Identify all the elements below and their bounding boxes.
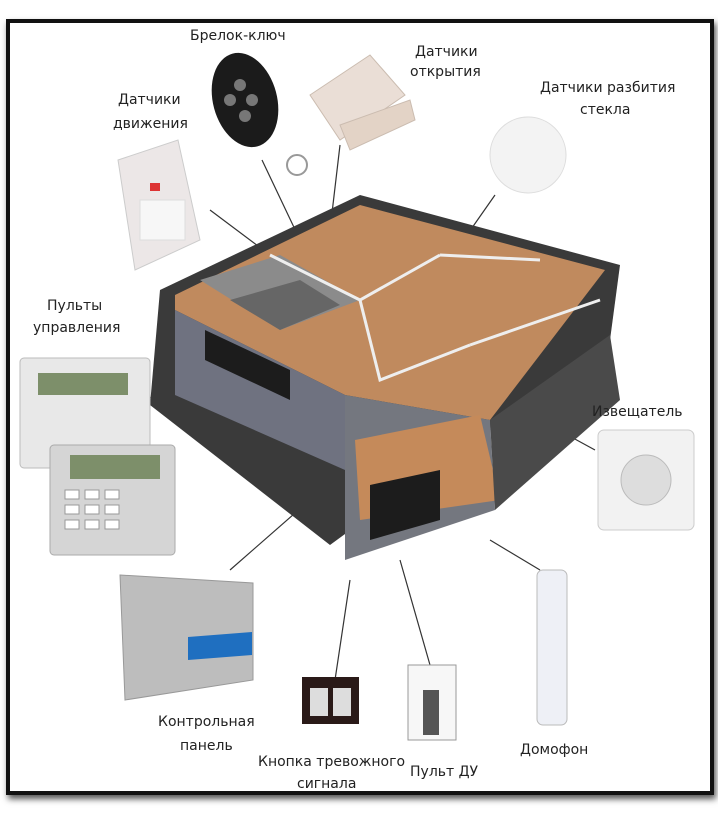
remote-device	[407, 664, 457, 741]
label-door-sensors-1: Датчики	[415, 44, 478, 60]
key-fob-device	[211, 52, 308, 176]
label-control-panel-1: Контрольная	[158, 714, 255, 730]
label-key-fob: Брелок-ключ	[190, 28, 286, 44]
label-remote: Пульт ДУ	[410, 764, 479, 780]
label-control-panel-2: панель	[180, 738, 233, 754]
label-panic-button-1: Кнопка тревожного	[258, 754, 406, 770]
house-cutaway	[150, 195, 620, 560]
label-motion-sensors-1: Датчики	[118, 92, 181, 108]
label-keypads-1: Пульты	[47, 298, 103, 314]
label-intercom: Домофон	[520, 742, 589, 758]
label-panic-button-2: сигнала	[297, 776, 357, 792]
door-sensor-device	[309, 54, 416, 151]
label-keypads-2: управления	[33, 320, 121, 336]
label-glass-break-2: стекла	[580, 102, 631, 118]
glass-break-sensor-device	[489, 116, 567, 194]
label-motion-sensors-2: движения	[113, 116, 188, 132]
keypad-devices	[19, 357, 176, 556]
label-siren: Извещатель	[592, 404, 683, 420]
control-panel-device	[119, 574, 254, 701]
siren-device	[597, 429, 695, 531]
label-glass-break-1: Датчики разбития	[540, 80, 676, 96]
motion-sensor-device	[117, 139, 201, 271]
label-door-sensors-2: открытия	[410, 64, 481, 80]
intercom-device	[536, 569, 568, 726]
panic-button-device	[302, 677, 359, 724]
